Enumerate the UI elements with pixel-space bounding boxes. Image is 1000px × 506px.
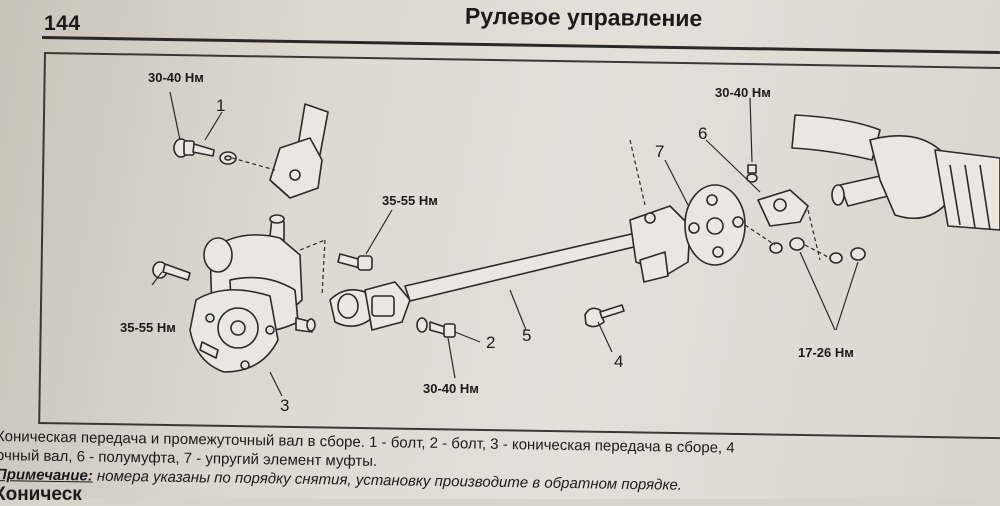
bolt-2-illustration — [416, 317, 456, 338]
callout-7: 7 — [655, 142, 665, 161]
callout-1: 1 — [216, 96, 226, 115]
torque-label-mid: 35-55 Нм — [382, 193, 438, 208]
bolt-1-illustration — [173, 138, 237, 165]
page-number: 144 — [44, 12, 81, 35]
nuts-illustration — [769, 237, 866, 264]
bolt-left-illustration — [152, 261, 191, 281]
bolt-mid-illustration — [337, 253, 373, 271]
callout-3: 3 — [280, 396, 290, 415]
steering-rack-illustration — [791, 114, 1000, 231]
universal-joint-illustration — [329, 281, 411, 331]
clamp-yoke-illustration — [269, 103, 329, 199]
bolt-4-illustration — [584, 304, 625, 328]
torque-label-nuts: 17-26 Нм — [798, 345, 854, 360]
half-coupling-illustration — [746, 164, 809, 227]
torque-label-left: 35-55 Нм — [120, 320, 176, 335]
callout-4: 4 — [614, 352, 624, 371]
next-section-fragment: Коническ — [0, 484, 82, 505]
note-label: Примечание: — [0, 466, 93, 485]
torque-label-bolt-1: 30-40 Нм — [148, 70, 204, 85]
torque-label-upper-right: 30-40 Нм — [715, 85, 771, 100]
intermediate-shaft-illustration — [404, 231, 647, 302]
callout-5: 5 — [522, 326, 532, 345]
callout-6: 6 — [698, 124, 708, 143]
elastic-coupling-illustration — [684, 184, 746, 266]
callout-2: 2 — [486, 333, 496, 352]
torque-label-bolt-2: 30-40 Нм — [423, 381, 479, 396]
bevel-gear-assembly-illustration — [189, 214, 316, 373]
leader-lines — [151, 91, 859, 397]
flange-joint-illustration — [629, 205, 691, 283]
exploded-diagram — [151, 91, 1000, 397]
